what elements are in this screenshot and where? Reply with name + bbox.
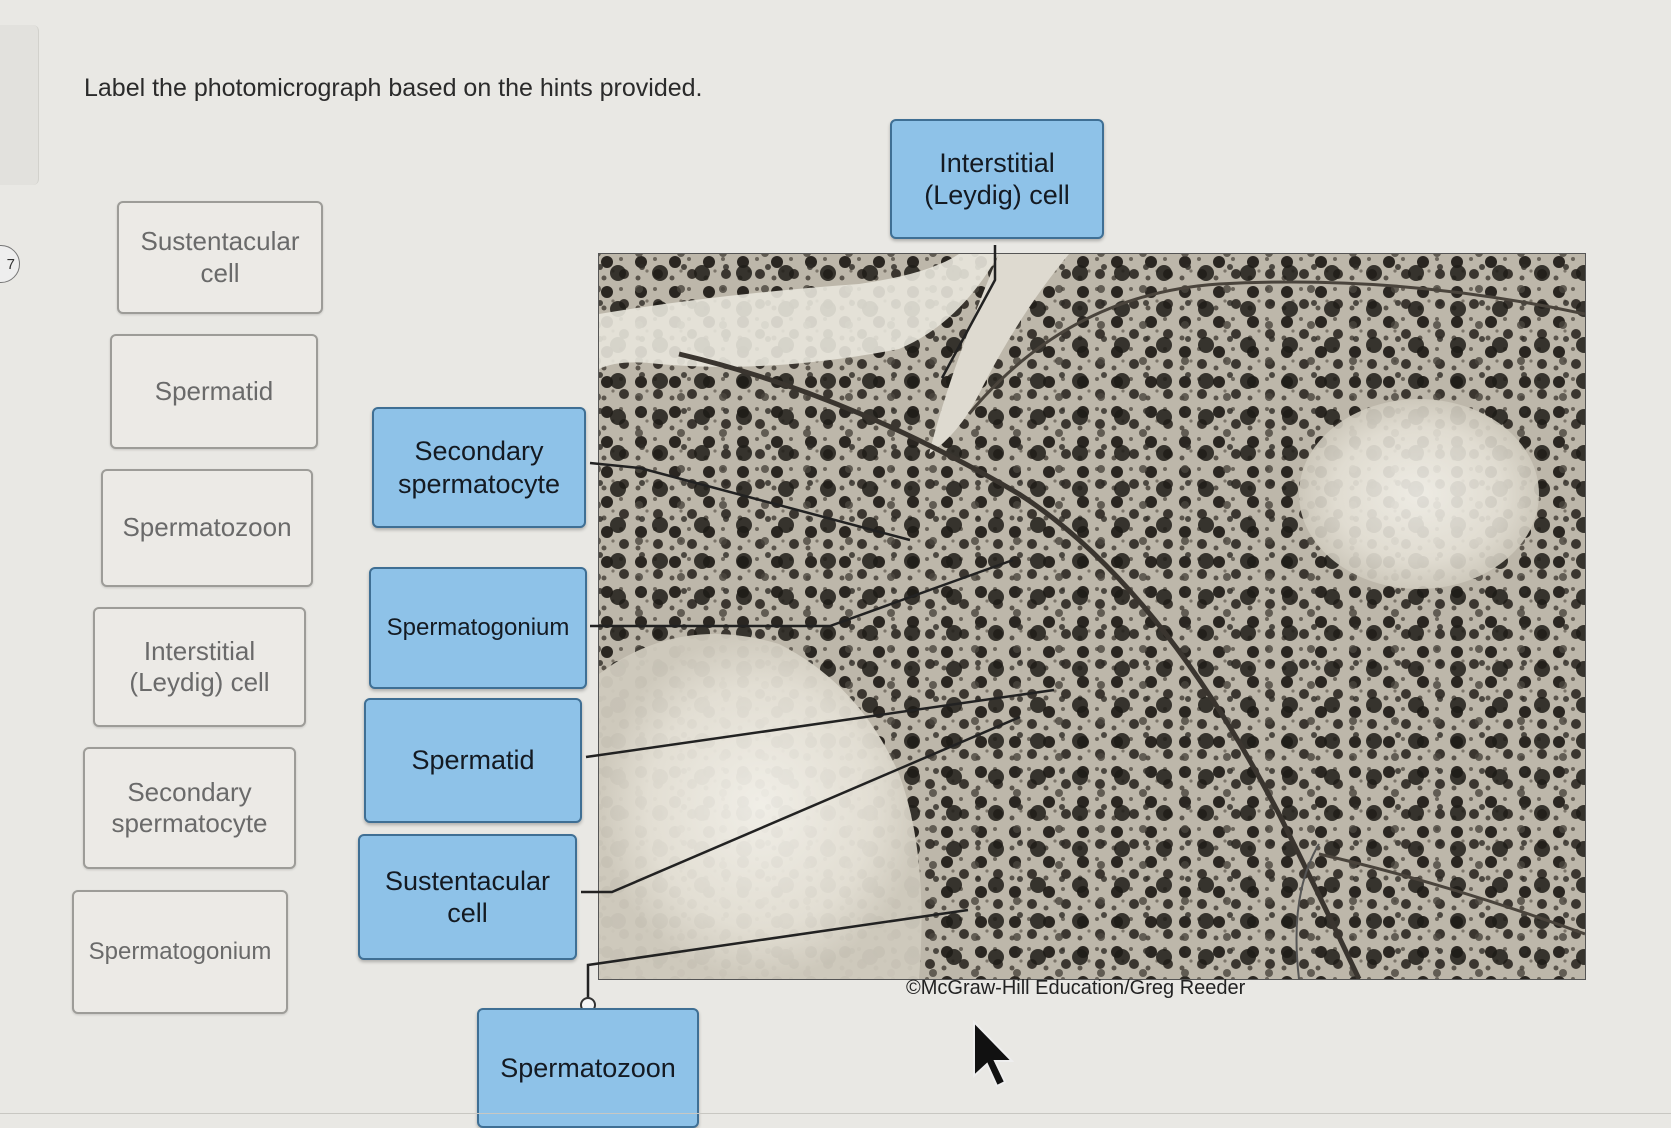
placed-label-spermatogonium[interactable]: Spermatogonium [369,567,587,689]
divider [0,1113,1671,1114]
placed-label-interstitial-leydig-cell[interactable]: Interstitial (Leydig) cell [890,119,1104,239]
bank-label-spermatogonium[interactable]: Spermatogonium [72,890,288,1014]
placed-label-secondary-spermatocyte[interactable]: Secondary spermatocyte [372,407,586,528]
photomicrograph [598,253,1586,980]
bank-label-spermatozoon[interactable]: Spermatozoon [101,469,313,587]
mouse-pointer-icon [973,1020,1015,1088]
placed-label-spermatozoon[interactable]: Spermatozoon [477,1008,699,1128]
placed-label-spermatid[interactable]: Spermatid [364,698,582,823]
question-instruction: Label the photomicrograph based on the h… [84,74,703,102]
bank-label-interstitial-leydig-cell[interactable]: Interstitial (Leydig) cell [93,607,306,727]
bank-label-spermatid[interactable]: Spermatid [110,334,318,449]
placed-label-sustentacular-cell[interactable]: Sustentacular cell [358,834,577,960]
bank-label-sustentacular-cell[interactable]: Sustentacular cell [117,201,323,314]
sidebar-strip [0,25,39,185]
question-number-badge: 7 [0,245,20,283]
image-credit: ©McGraw-Hill Education/Greg Reeder [906,977,1246,999]
bank-label-secondary-spermatocyte[interactable]: Secondary spermatocyte [83,747,296,869]
